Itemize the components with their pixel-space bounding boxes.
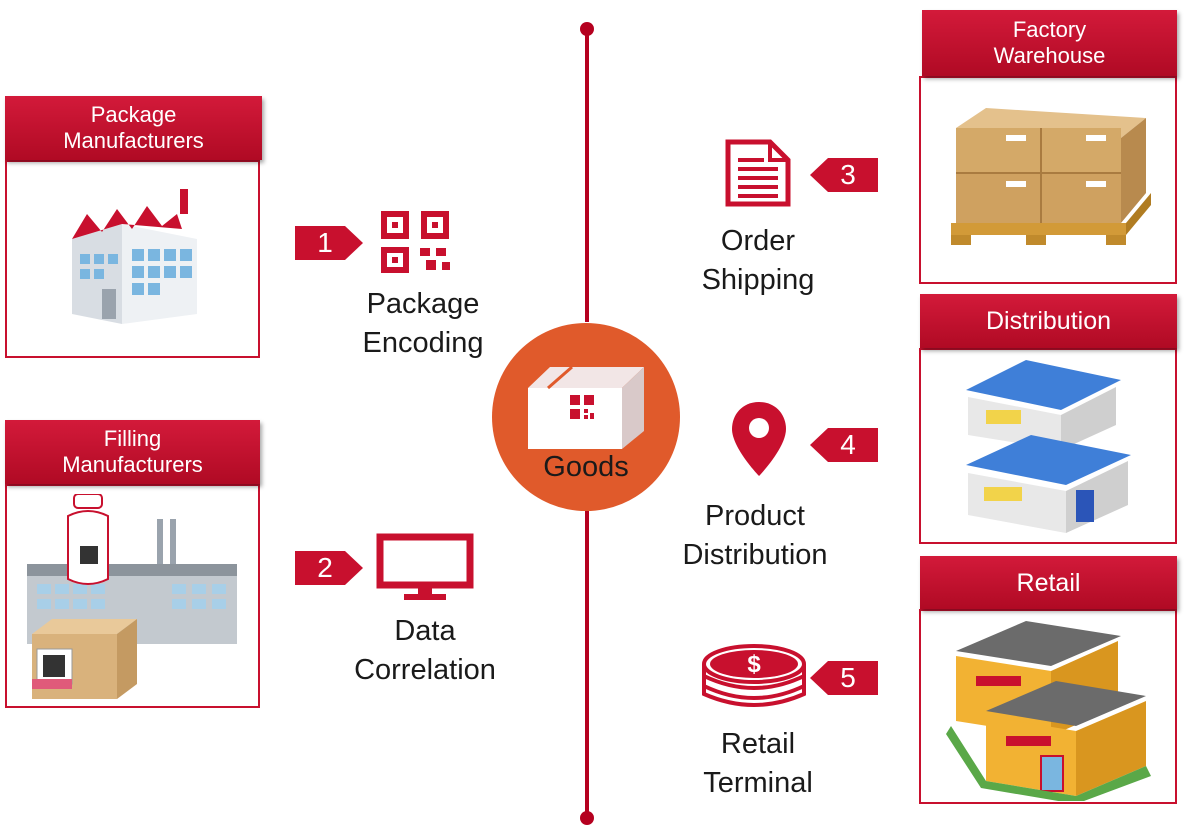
filling-manufacturers-box — [5, 484, 260, 708]
step-5-arrow — [810, 661, 878, 695]
step-3-number: 3 — [840, 159, 856, 190]
step-1-badge: 1 — [291, 226, 359, 260]
header-line2: Warehouse — [993, 43, 1106, 68]
step-3-arrow — [810, 158, 878, 192]
step-4-badge: 4 — [814, 428, 882, 462]
header-line2: Manufacturers — [63, 128, 204, 153]
bottle-icon — [67, 494, 109, 585]
label-line2: Encoding — [362, 327, 484, 360]
label-line2: Terminal — [703, 767, 813, 800]
label-line1: Data — [394, 615, 456, 647]
distribution-box — [919, 348, 1177, 544]
step-2-badge: 2 — [291, 551, 359, 585]
header-line2: Manufacturers — [62, 452, 203, 477]
svg-text:$: $ — [747, 651, 761, 678]
label-line2: Correlation — [354, 654, 496, 687]
qr-code-icon — [381, 211, 450, 273]
header-line1: Filling — [103, 425, 162, 451]
step-5-label: Retail Terminal — [678, 725, 838, 803]
header-line1: Factory — [1012, 16, 1087, 42]
retail-header: Retail — [920, 556, 1177, 609]
distribution-header: Distribution — [920, 294, 1177, 348]
coins-dollar-icon: $ — [702, 644, 806, 707]
filling-factory-icon — [27, 494, 237, 699]
location-pin-icon — [732, 402, 786, 476]
label-line1: Product — [705, 500, 805, 532]
retail-box — [919, 609, 1177, 804]
step-5-badge: 5 — [814, 661, 882, 695]
step-4-arrow — [810, 428, 878, 462]
label-line1: Retail — [720, 728, 796, 760]
retail-shops-icon — [946, 621, 1151, 801]
factory-building-icon — [72, 189, 197, 324]
goods-circle — [492, 323, 680, 511]
step-3-badge: 3 — [814, 158, 882, 192]
distribution-title: Distribution — [985, 307, 1112, 335]
step-2-arrow — [295, 551, 363, 585]
package-manufacturers-box — [5, 160, 260, 358]
step-5-number: 5 — [840, 662, 856, 693]
step-1-arrow — [295, 226, 363, 260]
carton-icon — [32, 619, 137, 699]
factory-warehouse-header: Factory Warehouse — [922, 10, 1177, 76]
label-line2: Shipping — [701, 264, 815, 297]
goods-node: Goods — [492, 323, 680, 511]
package-manufacturers-header: Package Manufacturers — [5, 96, 262, 160]
step-1-label: Package Encoding — [338, 285, 508, 363]
document-icon — [725, 139, 791, 207]
filling-manufacturers-header: Filling Manufacturers — [5, 420, 260, 484]
step-4-number: 4 — [840, 429, 856, 460]
goods-label: Goods — [543, 451, 629, 483]
step-2-number: 2 — [317, 552, 333, 583]
monitor-icon — [376, 533, 474, 600]
distribution-buildings-icon — [966, 360, 1131, 533]
label-line1: Package — [366, 288, 480, 320]
factory-warehouse-box — [919, 76, 1177, 284]
pallet-boxes-icon — [951, 108, 1151, 245]
label-line1: Order — [720, 225, 796, 257]
label-line2: Distribution — [682, 539, 828, 572]
goods-qr-icon — [570, 395, 594, 419]
timeline-axis — [580, 22, 594, 825]
step-3-label: Order Shipping — [678, 222, 838, 300]
step-4-label: Product Distribution — [665, 497, 845, 575]
header-line1: Package — [90, 101, 177, 127]
step-1-number: 1 — [317, 227, 333, 258]
step-2-label: Data Correlation — [330, 612, 520, 690]
retail-title: Retail — [1016, 568, 1081, 597]
